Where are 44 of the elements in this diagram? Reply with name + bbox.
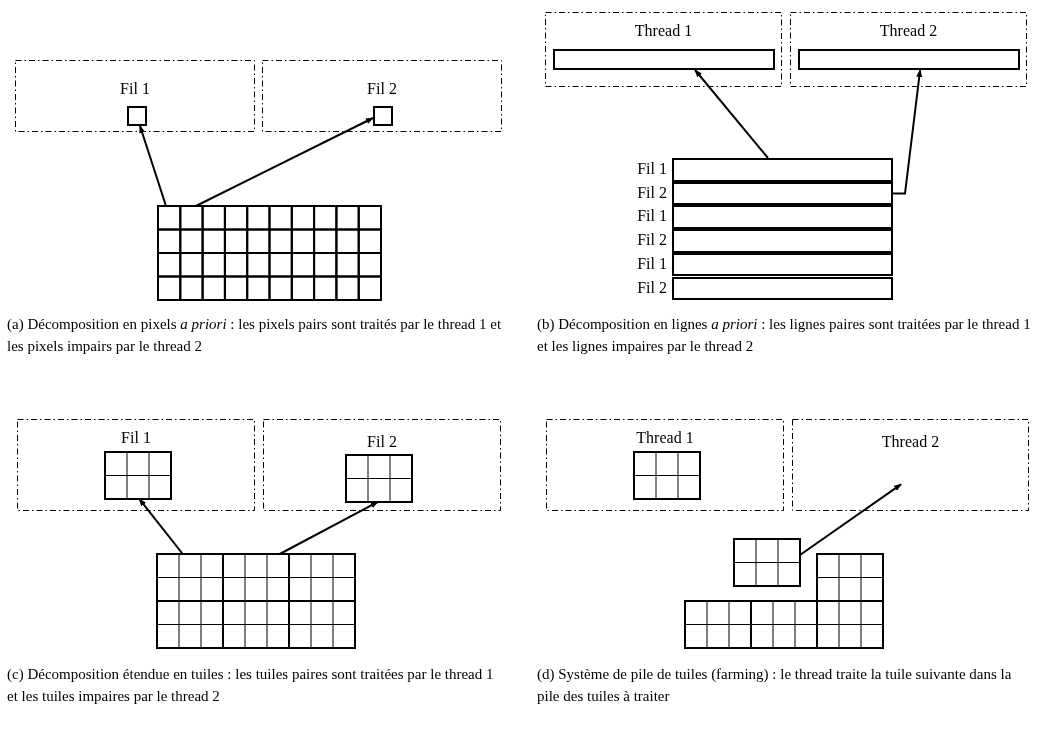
thread-panel	[262, 60, 502, 132]
caption: (c) Décomposition étendue en tuiles : les tuiles paires sont traitées par le thread 1 et les tuiles impaires par le thread 2	[7, 665, 495, 706]
line-bar	[798, 49, 1020, 70]
tile-grid	[158, 206, 381, 300]
thread-panel	[15, 60, 255, 132]
arrow	[194, 117, 374, 207]
thread-label: Thread 1	[635, 429, 695, 447]
row-label: Fil 1	[637, 254, 667, 273]
arrow	[278, 501, 379, 555]
arrow	[892, 69, 923, 195]
tile-grid	[734, 539, 800, 586]
thread-label: Thread 2	[880, 433, 941, 451]
thread-label: Fil 1	[119, 80, 151, 98]
row-label: Fil 1	[637, 207, 667, 226]
thread-label: Thread 2	[878, 22, 939, 40]
arrow	[138, 498, 184, 555]
row-label: Fil 2	[637, 183, 667, 202]
tile-grid	[346, 455, 412, 502]
row-label: Fil 2	[637, 231, 667, 250]
thread-panel	[792, 419, 1029, 511]
tile-grid	[105, 452, 171, 499]
thread-panel	[790, 12, 1027, 87]
tile-grid	[685, 554, 883, 648]
arrow	[799, 483, 902, 556]
thread-panel	[17, 419, 255, 511]
tile-grid	[157, 554, 355, 648]
thread-panel	[263, 419, 501, 511]
pixel-square	[373, 106, 393, 126]
thread-label: Fil 2	[366, 433, 398, 451]
tile-grid	[634, 452, 700, 499]
caption: (b) Décomposition en lignes a priori : les lignes paires sont traitées par le thread 1 et les lignes impaires par le thread 2	[537, 315, 1032, 356]
thread-label: Thread 1	[633, 22, 694, 40]
thread-label: Fil 2	[366, 80, 398, 98]
row-label: Fil 1	[637, 160, 667, 178]
thread-panel	[546, 419, 784, 511]
caption: (a) Décomposition en pixels a priori : les pixels pairs sont traités par le thread 1 et les pixels impairs par le thread 2	[7, 315, 503, 356]
row-label: Fil 2	[637, 278, 667, 297]
pixel-square	[127, 106, 147, 126]
caption: (d) Système de pile de tuiles (farming) : le thread traite la tuile suivante dans la pile des tuiles à traiter	[537, 665, 1013, 706]
arrow	[694, 69, 769, 159]
thread-label: Fil 1	[120, 429, 152, 447]
arrow	[139, 125, 168, 207]
thread-panel	[545, 12, 782, 87]
line-bar	[553, 49, 775, 70]
